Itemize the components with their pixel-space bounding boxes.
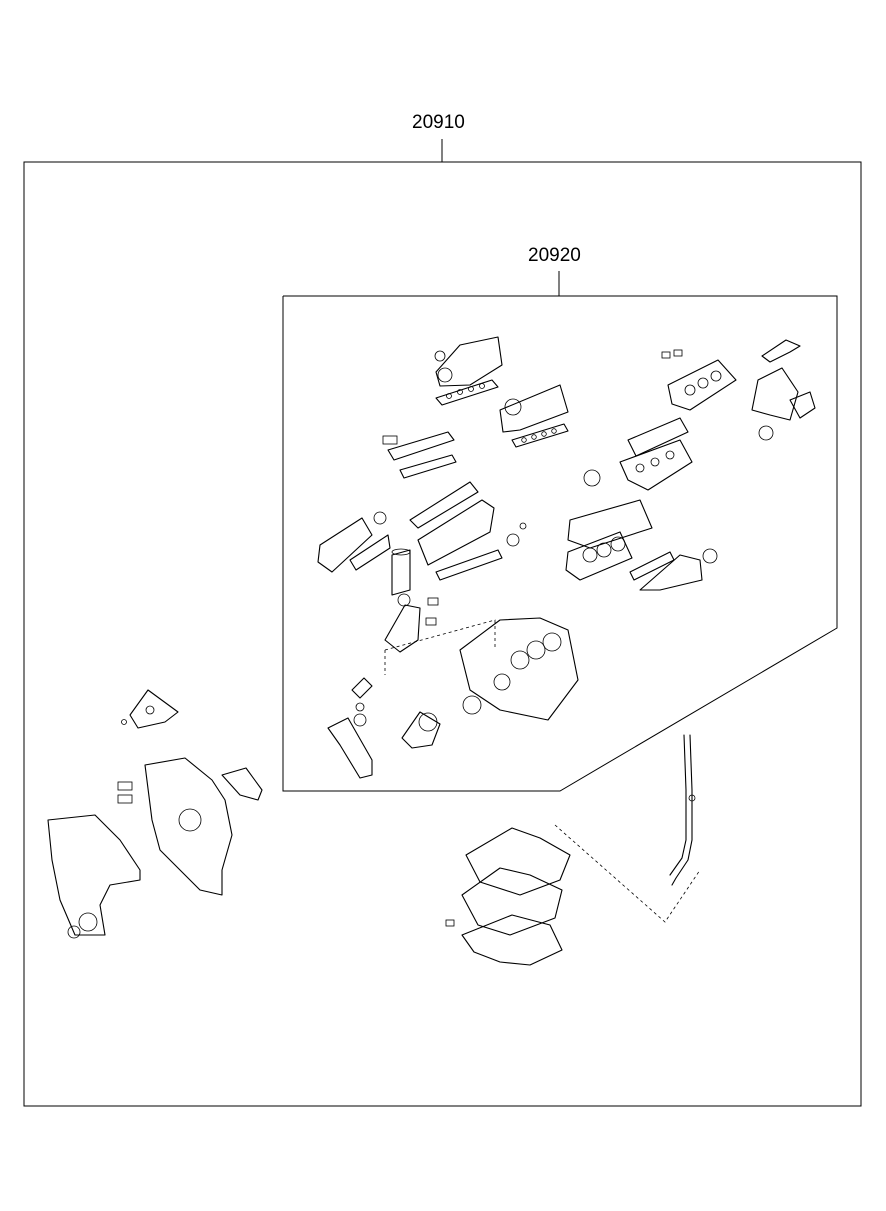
valve-cover-gasket-set <box>619 339 816 491</box>
left-bank-gasket-set <box>382 431 527 581</box>
exhaust-manifold-gasket-left <box>317 511 391 573</box>
upper-intake-gasket-set <box>434 336 569 448</box>
front-seal-set <box>327 677 482 779</box>
part-number-20920-label[interactable]: 20920 <box>528 245 581 266</box>
cylinder-head-gasket-right <box>565 469 718 591</box>
timing-cover-gasket-set <box>47 689 263 939</box>
inner-kit-frame <box>282 271 838 792</box>
dipstick-tube <box>669 734 696 886</box>
part-number-20910-label[interactable]: 20910 <box>412 112 465 133</box>
outer-kit-frame <box>23 139 862 1107</box>
oil-filter-adapter <box>384 548 439 653</box>
oil-pan-gasket-set <box>445 824 701 966</box>
engine-block <box>384 617 579 721</box>
